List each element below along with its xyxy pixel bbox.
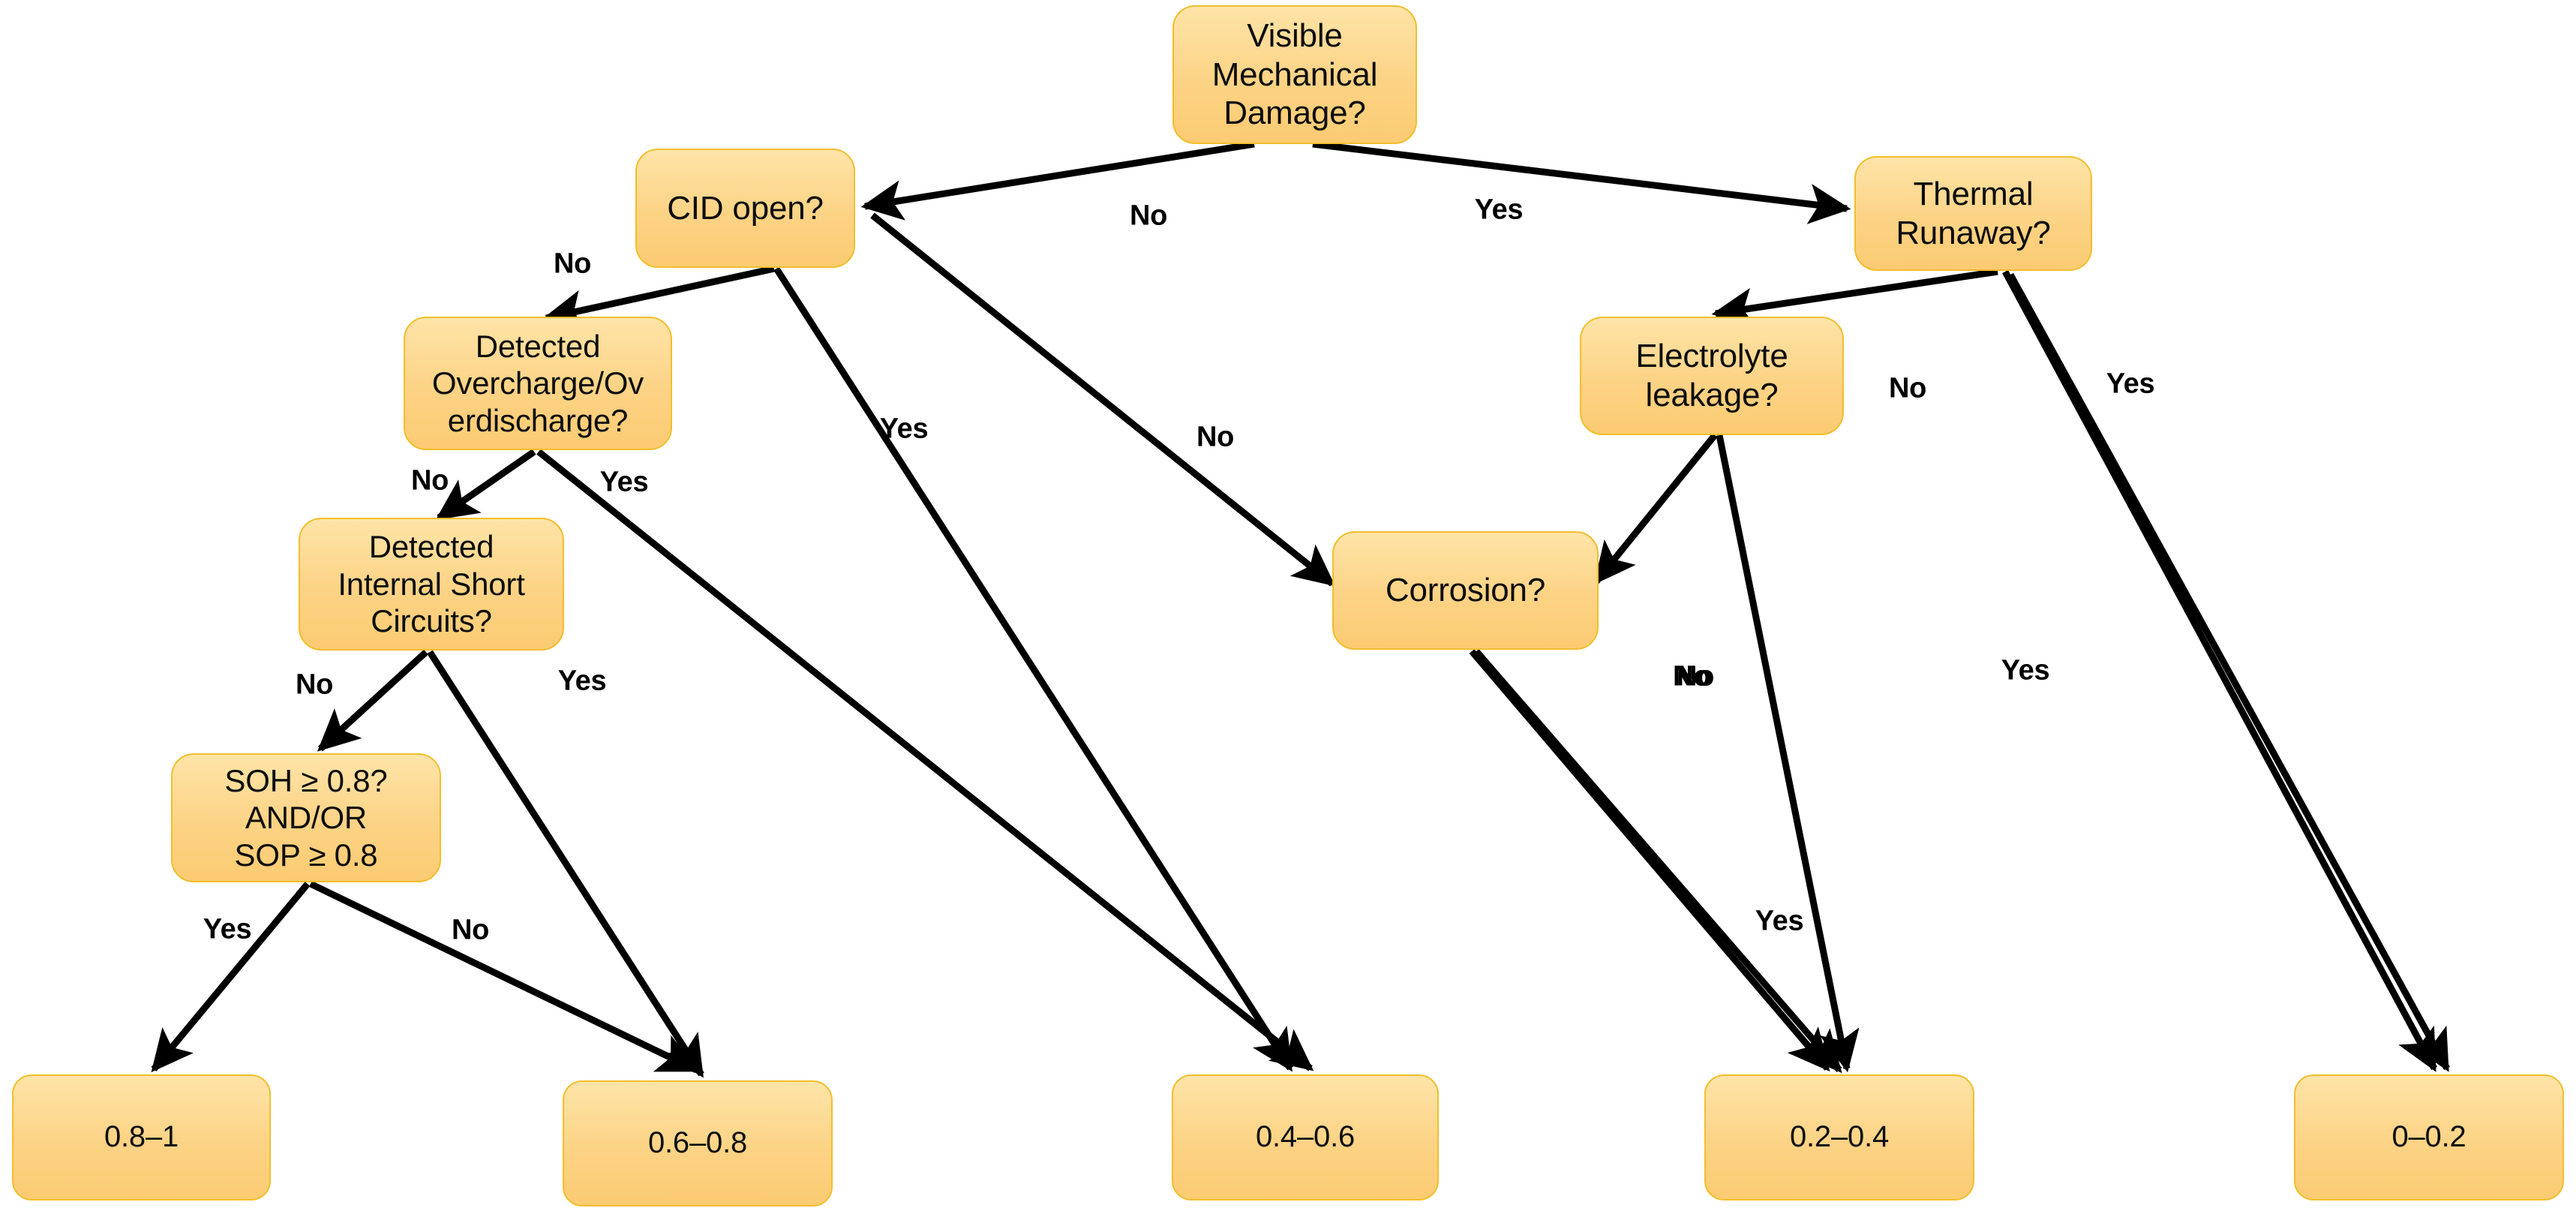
edge-detected-overcharge-overdischarge-to-detected-internal-short-circuits — [435, 449, 536, 521]
edge-label-edge-thermal-yes-score002: Yes — [2106, 368, 2155, 400]
edge-thermal-runaway-to-electrolyte-leakage — [1711, 268, 1998, 329]
edge-soh-sop-to-score-06-08 — [309, 880, 700, 1074]
node-cid-open[interactable]: CID open? — [635, 149, 855, 268]
edge-label-edge-overcharge-no-internalshort: No — [410, 464, 449, 497]
node-score-06-08[interactable]: 0.6–0.8 — [563, 1080, 833, 1206]
edge-label-edge-sohsop-yes-score081: Yes — [203, 913, 252, 945]
node-corrosion[interactable]: Corrosion? — [1332, 531, 1599, 650]
edge-label-edge-sohsop-no-score0608: No — [451, 914, 490, 946]
node-score-08-1[interactable]: 0.8–1 — [12, 1074, 271, 1200]
edge-electrolyte-leakage-to-score-02-04 — [1716, 434, 1860, 1073]
edge-label-edge-electrolyte-yes-score0204: Yes — [2001, 654, 2050, 687]
edge-label-edge-electrolyte-no-corrosion: No — [1676, 660, 1715, 693]
edge-electrolyte-leakage-to-corrosion — [1593, 433, 1718, 585]
edge-corrosion-to-score-02-04 — [1473, 649, 1842, 1074]
edge-corrosion-to-score-02-04 — [1469, 649, 1830, 1072]
node-score-04-06[interactable]: 0.4–0.6 — [1172, 1074, 1439, 1200]
edge-label-edge-corrosion-no-score0204: No — [1672, 660, 1711, 693]
node-visible-mechanical-damage[interactable]: Visible Mechanical Damage? — [1172, 5, 1417, 144]
edge-label-edge-damage-yes-thermal: Yes — [1474, 194, 1524, 226]
edge-thermal-runaway-to-score-0-02 — [2002, 269, 2437, 1072]
edge-detected-internal-short-circuits-to-score-06-08 — [427, 650, 704, 1078]
edge-cid-open-to-detected-overcharge-overdischarge — [542, 265, 775, 330]
edge-detected-internal-short-circuits-to-soh-sop — [317, 649, 429, 752]
edge-label-edge-internalshort-yes-score0608: Yes — [557, 665, 607, 697]
node-score-02-04[interactable]: 0.2–0.4 — [1704, 1074, 1974, 1200]
edge-label-edge-cid-yes-score0406: Yes — [879, 413, 929, 445]
node-thermal-runaway[interactable]: Thermal Runaway? — [1854, 156, 2092, 271]
edge-paths — [151, 140, 2450, 1078]
edge-label-edge-overcharge-yes-score0406: Yes — [599, 466, 649, 498]
node-detected-internal-short-circuits[interactable]: Detected Internal Short Circuits? — [299, 518, 564, 651]
edge-label-edge-corrosion-yes-score0204: Yes — [1755, 905, 1804, 937]
node-soh-sop[interactable]: SOH ≥ 0.8? AND/OR SOP ≥ 0.8 — [171, 753, 441, 882]
edge-label-edge-damage-no-corrosion: No — [1196, 421, 1235, 453]
edge-label-edge-internalshort-no-sohsop: No — [295, 669, 334, 701]
node-electrolyte-leakage[interactable]: Electrolyte leakage? — [1580, 317, 1844, 435]
edge-cid-open-to-score-04-06 — [773, 266, 1293, 1072]
edge-label-edge-cid-no-overcharge: No — [553, 248, 592, 280]
node-detected-overcharge-overdischarge[interactable]: Detected Overcharge/Ov erdischarge? — [404, 317, 672, 450]
edge-soh-sop-to-score-08-1 — [151, 882, 311, 1073]
edge-detected-overcharge-overdischarge-to-score-04-06 — [536, 449, 1314, 1071]
edge-visible-mechanical-damage-to-cid-open — [860, 140, 1255, 221]
edge-visible-mechanical-damage-to-thermal-runaway — [1312, 140, 1851, 224]
edge-visible-mechanical-damage-to-corrosion — [870, 212, 1336, 587]
edge-label-edge-damage-no-cid: No — [1129, 200, 1168, 232]
node-score-0-02[interactable]: 0–0.2 — [2294, 1074, 2564, 1200]
edge-label-edge-thermal-no-electrolyte: No — [1888, 372, 1927, 404]
edge-thermal-runaway-to-score-0-02 — [2007, 272, 2450, 1072]
